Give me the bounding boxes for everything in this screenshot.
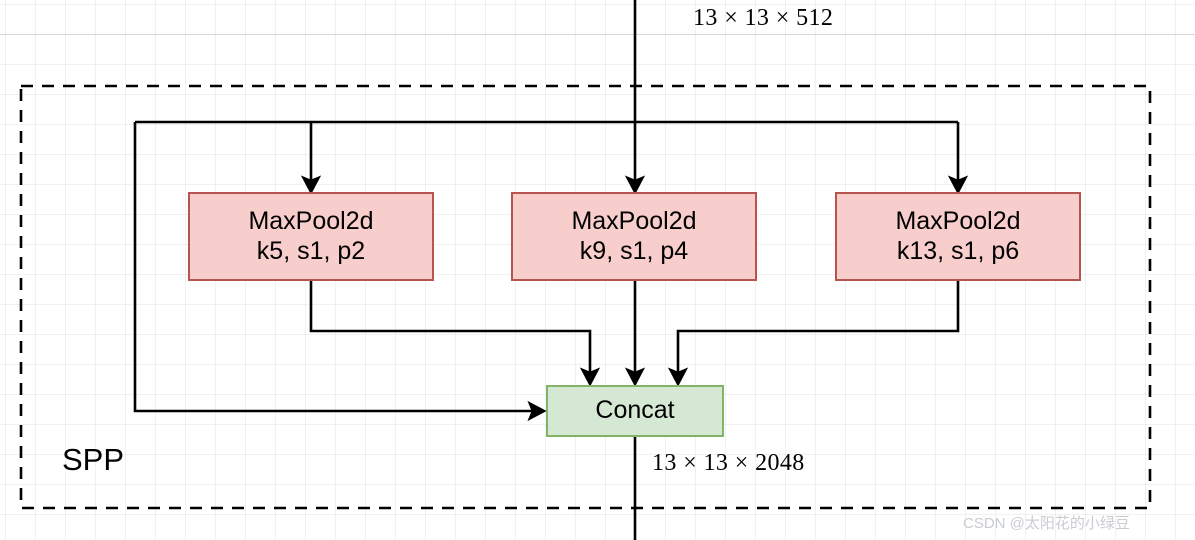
- edge-pool5-to-concat: [309, 281, 601, 387]
- spp-group-boundary: [19, 84, 1152, 510]
- node-maxpool-k13-line2: k13, s1, p6: [896, 236, 1020, 265]
- edge-pool13-to-concat: [667, 281, 960, 387]
- edge-skip-to-concat: [133, 122, 547, 422]
- label-input-tensor: 13 × 13 × 512: [693, 5, 834, 31]
- watermark-text: CSDN @太阳花的小绿豆: [963, 515, 1130, 532]
- node-maxpool-k5[interactable]: MaxPool2d k5, s1, p2: [188, 192, 434, 281]
- node-maxpool-k9-line2: k9, s1, p4: [579, 236, 689, 265]
- label-output-tensor: 13 × 13 × 2048: [652, 450, 805, 476]
- node-maxpool-k9[interactable]: MaxPool2d k9, s1, p4: [511, 192, 757, 281]
- node-concat-label: Concat: [595, 396, 675, 425]
- node-maxpool-k9-line1: MaxPool2d: [571, 207, 697, 235]
- node-maxpool-k13-line1: MaxPool2d: [895, 207, 1021, 235]
- node-concat[interactable]: Concat: [546, 385, 724, 437]
- node-maxpool-k5-line2: k5, s1, p2: [256, 236, 366, 265]
- grid-major-rule: [0, 34, 1195, 35]
- node-maxpool-k13[interactable]: MaxPool2d k13, s1, p6: [835, 192, 1081, 281]
- node-maxpool-k5-line1: MaxPool2d: [248, 207, 374, 235]
- label-spp-group: SPP: [62, 442, 125, 477]
